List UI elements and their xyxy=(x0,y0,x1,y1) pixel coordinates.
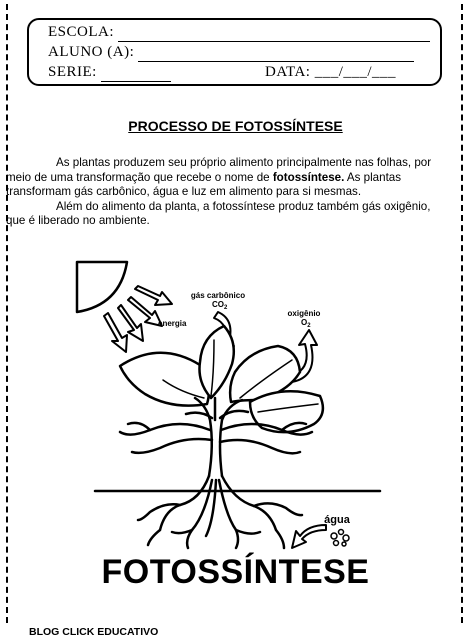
grade-field[interactable] xyxy=(101,64,172,82)
date-field[interactable]: ___/___/___ xyxy=(314,64,397,80)
school-row: ESCOLA: xyxy=(48,24,431,42)
oxygen-label: oxigênio xyxy=(288,309,321,318)
paragraph-1: As plantas produzem seu próprio alimento… xyxy=(6,156,460,200)
p1-line3: transformam gás carbônico, água e luz em… xyxy=(6,185,362,198)
page-title: PROCESSO DE FOTOSSÍNTESE xyxy=(128,118,343,134)
leaves xyxy=(118,324,325,434)
paragraph-2: Além do alimento da planta, a fotossínte… xyxy=(6,199,460,229)
body-text: As plantas produzem seu próprio alimento… xyxy=(6,156,460,229)
date-row: DATA: ___/___/___ xyxy=(265,64,396,81)
grade-row: SERIE: xyxy=(48,64,172,82)
student-field[interactable] xyxy=(138,44,415,62)
school-field[interactable] xyxy=(118,24,431,42)
energy-label: energia xyxy=(158,319,187,328)
school-label: ESCOLA: xyxy=(48,24,115,40)
header-box: ESCOLA: ALUNO (A): SERIE: DATA: ___/___/… xyxy=(27,18,442,86)
student-label: ALUNO (A): xyxy=(48,44,135,60)
student-row: ALUNO (A): xyxy=(48,44,415,62)
p1-bold-word: fotossíntese. xyxy=(272,170,345,184)
oxygen-formula: O2 xyxy=(301,318,311,329)
water-arrow-icon xyxy=(291,524,327,549)
p1-line2-end: As plantas xyxy=(344,170,402,184)
co2-formula: CO2 xyxy=(212,300,228,311)
p1-line2-start: meio de uma transformação que recebe o n… xyxy=(6,170,273,184)
p1-line1: As plantas produzem seu próprio alimento… xyxy=(56,156,432,169)
roots xyxy=(136,474,304,550)
p2-line1: Além do alimento da planta, a fotossínte… xyxy=(56,199,431,213)
sun-rays-icon xyxy=(103,285,173,353)
grade-label: SERIE: xyxy=(48,64,97,80)
co2-label: gás carbônico xyxy=(191,291,245,300)
sun-icon xyxy=(75,260,129,314)
page-frame xyxy=(6,4,463,623)
big-title: FOTOSSÍNTESE xyxy=(101,553,370,591)
p2-line2: que é liberado no ambiente. xyxy=(6,214,150,227)
tree-trunk xyxy=(118,396,314,478)
footer-credit: BLOG CLICK EDUCATIVO xyxy=(29,626,159,638)
date-label: DATA: xyxy=(265,64,311,80)
water-label: água xyxy=(324,514,351,526)
water-drops-icon xyxy=(330,528,350,547)
oxygen-arrow-icon xyxy=(289,329,318,383)
